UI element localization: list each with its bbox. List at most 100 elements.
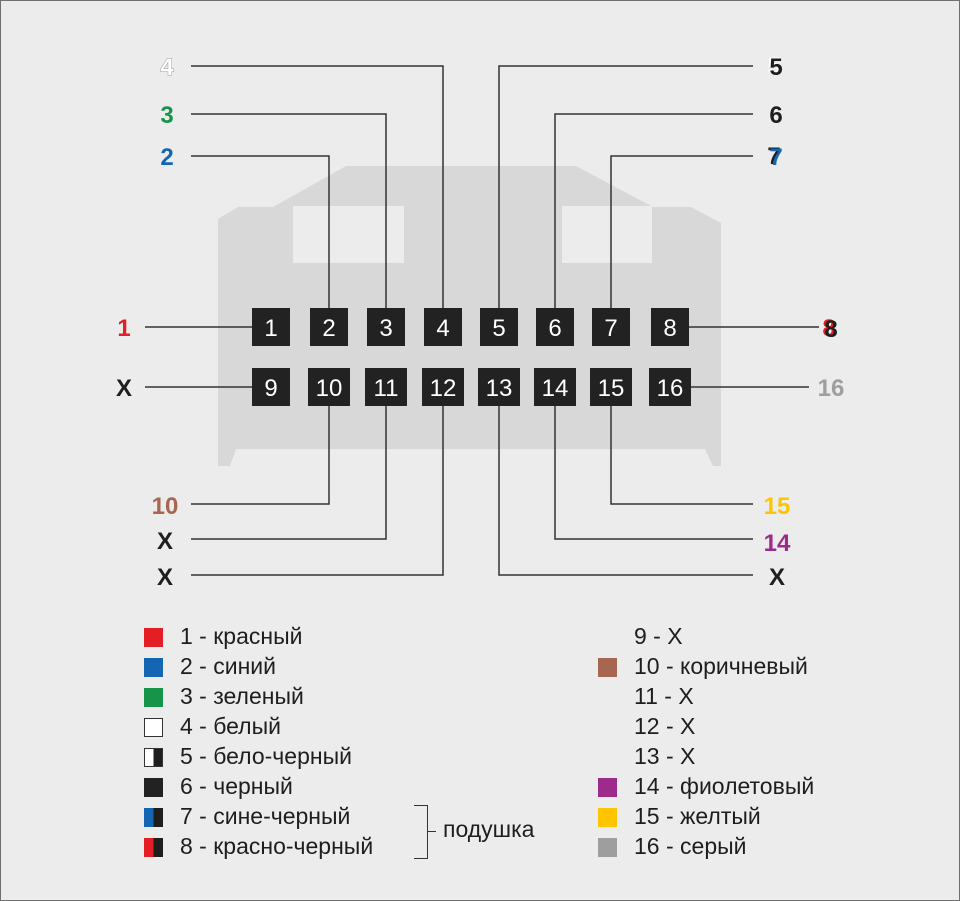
pin-label: 15 xyxy=(598,375,625,402)
leader-line-4 xyxy=(191,65,444,308)
color-swatch xyxy=(598,658,617,677)
pin-label: 7 xyxy=(604,315,617,342)
housing-latch-tab xyxy=(454,203,486,225)
pin-label: 5 xyxy=(492,315,505,342)
pin-label: 12 xyxy=(430,375,457,402)
leader-line-11 xyxy=(191,406,387,540)
pin-7: 7 xyxy=(592,308,630,346)
pin-12: 12 xyxy=(422,368,464,406)
pin-label: 1 xyxy=(264,315,277,342)
pin-label: 6 xyxy=(548,315,561,342)
pin-label: 4 xyxy=(436,315,449,342)
callout-8-shadow: 8 xyxy=(822,315,835,342)
color-swatch xyxy=(144,778,163,797)
callout-7-shadow: 7 xyxy=(767,143,780,170)
leader-line-10 xyxy=(191,406,330,505)
callout-16: 16 xyxy=(818,375,845,402)
callout-1: 1 xyxy=(117,315,130,342)
callout-15: 15 xyxy=(764,493,791,520)
callout-6: 6 xyxy=(769,102,782,129)
pin-2: 2 xyxy=(310,308,348,346)
pin-10: 10 xyxy=(308,368,350,406)
pins: 1 2 3 4 5 6 7 8 9 10 11 12 13 14 15 16 xyxy=(252,308,691,406)
color-swatch xyxy=(144,838,163,857)
legend-text: 7 - сине-черный xyxy=(180,803,351,829)
housing-slot-right xyxy=(562,206,652,263)
color-swatch xyxy=(144,808,163,827)
legend-text: 3 - зеленый xyxy=(180,683,304,709)
callout-12: X xyxy=(157,564,173,591)
pin-label: 16 xyxy=(657,375,684,402)
callout-labels: 4 3 2 55 6 77 1 88 X 16 10 X X 15 14 X xyxy=(116,53,844,591)
callout-7: 7 xyxy=(769,144,782,171)
pin-4: 4 xyxy=(424,308,462,346)
callout-13: X xyxy=(769,564,785,591)
housing-latch-base xyxy=(404,223,562,263)
housing-slot-left xyxy=(293,206,404,263)
color-swatch xyxy=(144,688,163,707)
color-swatch xyxy=(598,808,617,827)
leader-line-13 xyxy=(498,406,753,576)
pin-label: 13 xyxy=(486,375,513,402)
callout-3: 3 xyxy=(160,102,173,129)
leader-line-5 xyxy=(498,65,753,308)
legend-text: 5 - бело-черный xyxy=(180,743,352,769)
color-swatch xyxy=(144,628,163,647)
legend-text: 6 - черный xyxy=(180,773,293,799)
leader-line-2 xyxy=(191,155,330,308)
pin-label: 14 xyxy=(542,375,569,402)
color-swatch xyxy=(144,718,163,737)
pin-5: 5 xyxy=(480,308,518,346)
callout-14: 14 xyxy=(764,530,791,557)
pin-label: 10 xyxy=(316,375,343,402)
legend-text: 15 - желтый xyxy=(634,803,761,829)
leader-line-3 xyxy=(191,113,387,308)
color-swatch xyxy=(144,748,163,767)
color-swatch xyxy=(598,838,617,857)
group-bracket xyxy=(414,805,428,859)
leader-line-15 xyxy=(610,406,753,505)
callout-2: 2 xyxy=(160,144,173,171)
connector-svg: 1 2 3 4 5 6 7 8 9 10 11 12 13 14 15 16 4… xyxy=(116,53,844,591)
legend-text: 4 - белый xyxy=(180,713,281,739)
leader-line-12 xyxy=(191,406,444,576)
legend-text: 9 - X xyxy=(634,623,683,649)
pin-label: 3 xyxy=(379,315,392,342)
legend-text: 12 - X xyxy=(634,713,696,739)
pin-label: 8 xyxy=(663,315,676,342)
pin-1: 1 xyxy=(252,308,290,346)
callout-8: 8 xyxy=(824,316,837,343)
pin-16: 16 xyxy=(649,368,691,406)
pin-label: 2 xyxy=(322,315,335,342)
pin-14: 14 xyxy=(534,368,576,406)
pin-8: 8 xyxy=(651,308,689,346)
pin-label: 9 xyxy=(264,375,277,402)
callout-4: 4 xyxy=(160,54,174,81)
group-bracket-tick xyxy=(428,831,436,832)
legend-text: 8 - красно-черный xyxy=(180,833,374,859)
callout-11: X xyxy=(157,528,173,555)
leader-line-14 xyxy=(554,406,753,540)
callout-5: 5 xyxy=(769,54,782,81)
leader-lines xyxy=(145,65,819,576)
callout-5-shadow: 5 xyxy=(767,53,780,80)
callout-9: X xyxy=(116,375,132,402)
pin-9: 9 xyxy=(252,368,290,406)
pin-15: 15 xyxy=(590,368,632,406)
legend-text: 13 - X xyxy=(634,743,696,769)
color-swatch xyxy=(144,658,163,677)
leader-line-7 xyxy=(610,155,753,308)
pin-11: 11 xyxy=(365,368,407,406)
pin-3: 3 xyxy=(367,308,405,346)
leader-line-6 xyxy=(554,113,753,308)
legend-text: 2 - синий xyxy=(180,653,276,679)
pin-label: 11 xyxy=(374,375,399,402)
pin-6: 6 xyxy=(536,308,574,346)
callout-10: 10 xyxy=(152,493,179,520)
group-label-airbag: подушка xyxy=(443,816,535,842)
legend-text: 1 - красный xyxy=(180,623,303,649)
color-swatch xyxy=(598,778,617,797)
pin-13: 13 xyxy=(478,368,520,406)
legend-text: 11 - X xyxy=(634,683,694,709)
